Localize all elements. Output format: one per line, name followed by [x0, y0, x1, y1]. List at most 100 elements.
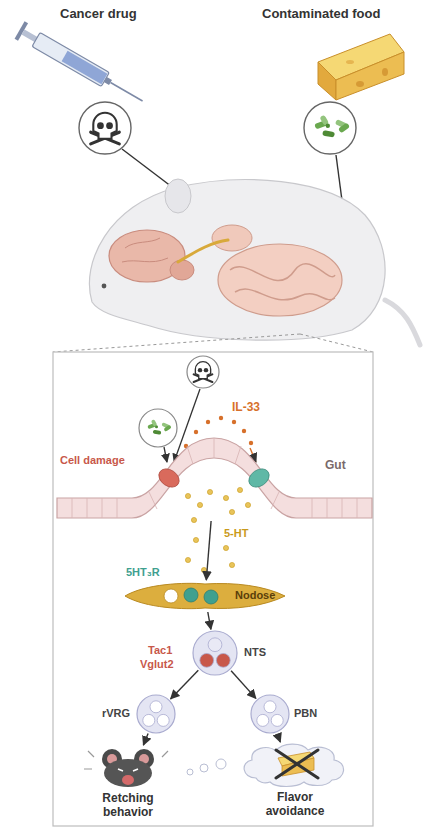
art-detail — [207, 489, 212, 494]
art-detail — [242, 429, 246, 433]
art-detail — [32, 33, 109, 87]
art-detail — [143, 714, 155, 726]
art-detail — [356, 81, 364, 87]
serotonin-particles — [185, 487, 250, 572]
art-detail — [237, 487, 242, 492]
art-detail — [235, 446, 241, 464]
art-detail — [229, 562, 234, 567]
art-detail — [208, 638, 222, 652]
node-text: Nodose — [235, 589, 275, 601]
art-detail — [102, 498, 103, 518]
art-detail — [244, 744, 343, 786]
art-detail — [219, 416, 223, 420]
zoom-line — [300, 334, 373, 352]
art-detail — [87, 498, 88, 518]
node-text: Retching behavior — [90, 791, 166, 819]
art-detail — [204, 590, 218, 604]
retching-outcome: Retching behavior — [76, 745, 180, 821]
cell-label: Cell damage — [60, 454, 125, 466]
bacteria-icon — [147, 419, 171, 435]
node-text: Flavor avoidance — [258, 790, 332, 818]
art-detail — [382, 68, 388, 76]
art-detail — [206, 420, 210, 424]
thought-bubbles — [187, 759, 226, 775]
bacteria-icon — [314, 115, 350, 138]
cytokine-label: IL-33 — [232, 400, 260, 414]
art-detail — [245, 502, 250, 507]
art-detail — [312, 498, 313, 518]
art-detail — [125, 583, 285, 608]
art-detail — [57, 438, 372, 518]
skull-icon — [91, 113, 120, 144]
node-text: NTS — [244, 646, 266, 658]
art-detail — [218, 244, 342, 316]
art-detail — [223, 545, 228, 550]
art-detail — [257, 714, 269, 726]
cheese — [318, 34, 404, 100]
art-detail — [164, 589, 178, 603]
nts-nucleus: NTS — [192, 630, 238, 676]
syringe — [15, 21, 148, 109]
art-detail — [155, 465, 182, 491]
art-detail — [117, 498, 118, 518]
art-detail — [122, 238, 168, 262]
zoom-line — [53, 334, 300, 352]
flavor-outcome: Flavor avoidance — [236, 742, 354, 822]
art-detail — [193, 537, 198, 542]
transmitter-label: 5-HT — [224, 527, 248, 539]
art-detail — [385, 300, 420, 345]
art-detail — [201, 567, 206, 572]
receptor-label: 5HT₃R — [126, 566, 160, 578]
connector-arrow — [143, 734, 148, 746]
connector-arrow — [206, 521, 211, 580]
art-detail — [232, 420, 236, 424]
mouse-anatomy — [89, 179, 420, 345]
art-detail — [62, 51, 108, 84]
art-detail — [193, 631, 237, 675]
nucleus-circle — [136, 694, 176, 734]
nucleus-circle — [250, 694, 290, 734]
damage-arrow — [164, 447, 167, 462]
gut-shape — [57, 436, 372, 521]
toxin-circle — [187, 356, 219, 388]
marker-label: Tac1 — [148, 644, 172, 656]
art-detail — [187, 769, 193, 775]
toxin-circle — [79, 102, 131, 154]
art-detail — [170, 260, 194, 280]
art-detail — [245, 465, 272, 491]
art-detail — [178, 240, 228, 262]
art-detail — [276, 750, 318, 778]
art-detail — [187, 446, 193, 464]
gut-epithelium: Gut — [57, 436, 372, 521]
art-detail — [200, 653, 214, 667]
art-detail — [111, 83, 143, 102]
art-detail — [118, 769, 138, 771]
art-detail — [104, 77, 112, 85]
microbe-circle — [139, 409, 177, 447]
art-detail — [271, 492, 279, 509]
art-detail — [264, 701, 276, 713]
art-detail — [137, 695, 175, 733]
art-detail — [318, 62, 336, 100]
art-detail — [216, 759, 226, 769]
art-detail — [184, 588, 198, 602]
art-detail — [223, 495, 228, 500]
art-detail — [185, 493, 190, 498]
retching-mouse — [76, 745, 180, 789]
node-text: rVRG — [102, 707, 130, 719]
art-detail — [271, 714, 283, 726]
connector-arrow — [277, 734, 280, 742]
art-detail — [357, 498, 358, 518]
skull-icon — [194, 362, 213, 382]
art-detail — [336, 52, 404, 100]
rvrg-nucleus: rVRG — [136, 694, 176, 734]
art-detail — [150, 701, 162, 713]
art-detail — [165, 179, 191, 213]
art-detail — [102, 284, 107, 289]
art-detail — [249, 441, 253, 445]
node-text: PBN — [294, 707, 317, 719]
connector-arrow — [171, 670, 199, 699]
microbe-circle — [304, 102, 356, 154]
connector-arrow — [208, 612, 211, 629]
